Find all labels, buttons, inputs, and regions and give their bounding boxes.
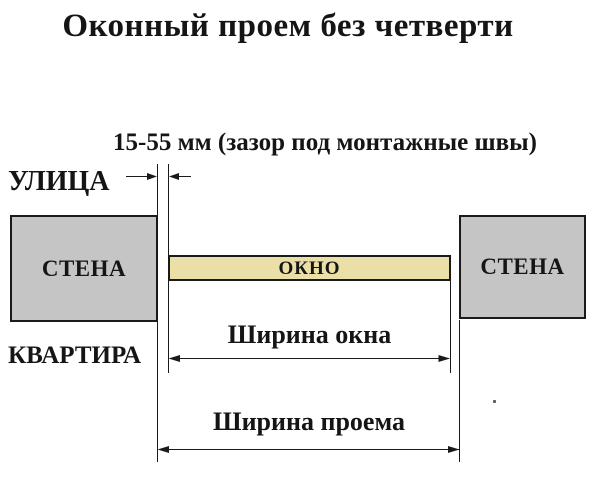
- opening-width-dimension-line: [157, 446, 460, 453]
- gap-dimension-label: 15-55 мм (зазор под монтажные швы): [113, 129, 537, 156]
- opening-width-label: Ширина проема: [213, 407, 405, 436]
- window-width-dimension-line: [168, 355, 450, 362]
- window-bar-label: ОКНО: [278, 257, 341, 279]
- apartment-label: КВАРТИРА: [8, 342, 142, 369]
- window-width-label: Ширина окна: [227, 320, 392, 349]
- wall-right-label: СТЕНА: [480, 254, 565, 279]
- wall-left-label: СТЕНА: [41, 255, 127, 281]
- wall-right: СТЕНА: [459, 215, 586, 319]
- window-bar: ОКНО: [168, 255, 451, 281]
- street-label: УЛИЦА: [8, 166, 110, 197]
- diagram-title: Оконный проем без четверти: [62, 8, 514, 44]
- artifact-dot: [493, 400, 496, 403]
- gap-dimension-arrows: [126, 173, 191, 180]
- wall-left: СТЕНА: [10, 215, 158, 322]
